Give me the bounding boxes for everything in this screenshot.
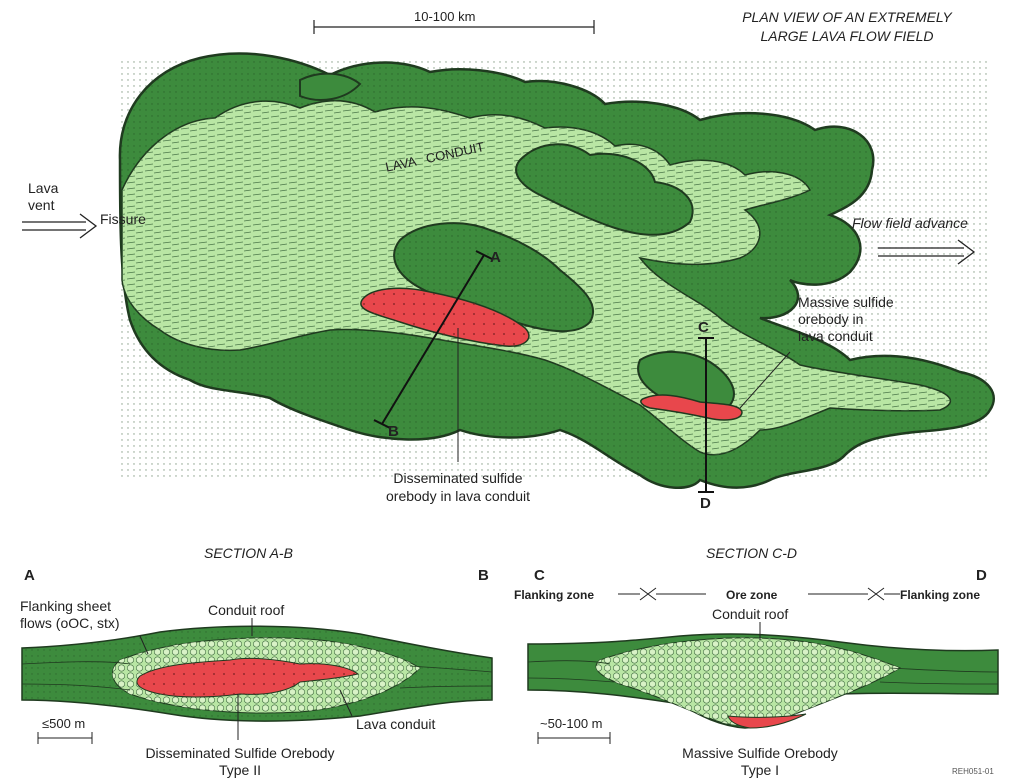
section-ab-conduit: Lava conduit [356,716,435,732]
point-d-label: D [700,496,711,512]
section-cd-title: SECTION C-D [706,545,797,561]
point-a-label: A [490,250,501,266]
massive-sulfide-line1: Massive sulfide [798,294,894,310]
flanking-zone-right: Flanking zone [900,587,980,603]
flow-advance-label: Flow field advance [852,215,968,231]
plan-title-line2: LARGE LAVA FLOW FIELD [702,28,992,44]
section-ab-roof: Conduit roof [208,602,284,618]
figure-id: REH051-01 [952,764,994,780]
point-b-label: B [388,424,399,440]
section-ab-ore-line2: Type II [110,762,370,778]
vent-arrow [22,214,96,238]
section-ab-right: B [478,568,489,584]
section-cd-left: C [534,568,545,584]
lava-vent-label-2: vent [28,197,54,213]
disseminated-sulfide-line2: orebody in lava conduit [358,488,558,504]
fissure-label: Fissure [100,211,146,227]
plan-scale-label: 10-100 km [414,9,475,25]
flanking-sheet-line2: flows (oOC, stx) [20,615,120,631]
lava-vent-label-1: Lava [28,180,58,196]
flanking-zone-left: Flanking zone [514,587,594,603]
flanking-sheet-line1: Flanking sheet [20,598,111,614]
section-cd-ore-line1: Massive Sulfide Orebody [640,745,880,761]
section-cd-scale: ~50-100 m [540,716,603,732]
point-c-label: C [698,320,709,336]
section-cd-ore-line2: Type I [640,762,880,778]
section-ab-left: A [24,568,35,584]
plan-title-line1: PLAN VIEW OF AN EXTREMELY [702,9,992,25]
ore-zone-label: Ore zone [726,587,777,603]
massive-sulfide-line3: lava conduit [798,328,873,344]
section-ab-title: SECTION A-B [204,545,293,561]
section-ab-ore-line1: Disseminated Sulfide Orebody [110,745,370,761]
disseminated-sulfide-line1: Disseminated sulfide [358,470,558,486]
section-cd-roof: Conduit roof [712,606,788,622]
section-ab-scale: ≤500 m [42,716,85,732]
massive-sulfide-line2: orebody in [798,311,863,327]
section-cd-right: D [976,568,987,584]
